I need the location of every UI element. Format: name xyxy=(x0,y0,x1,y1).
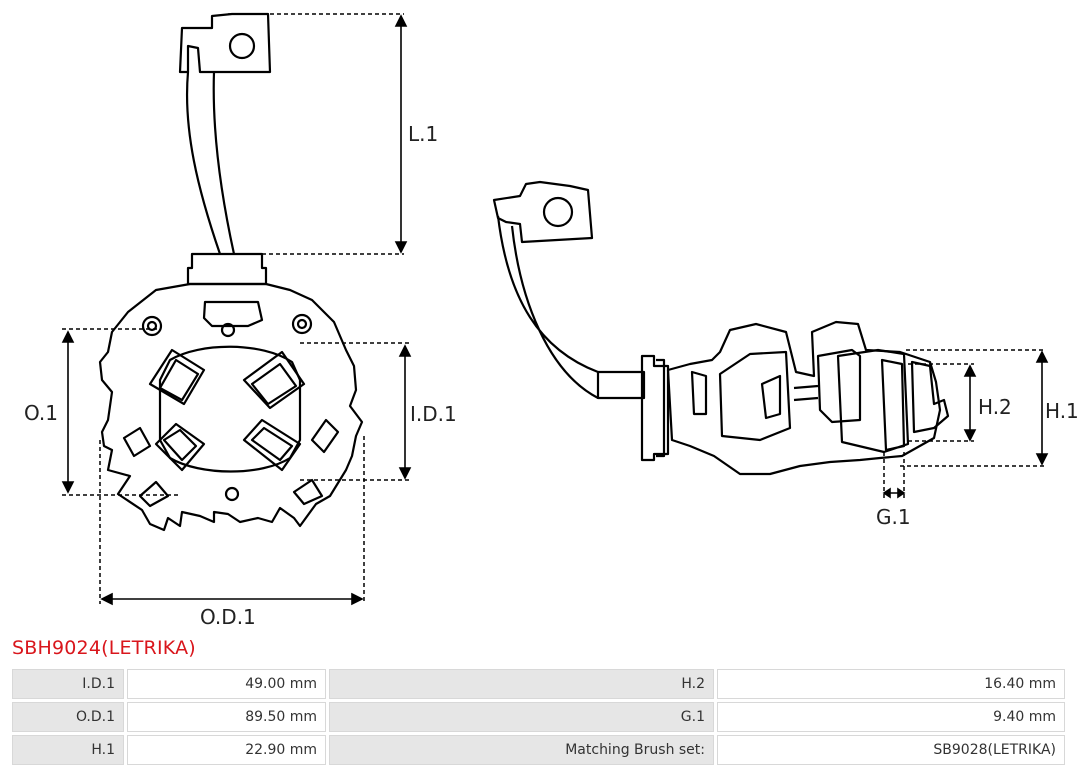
spec-value: 49.00 mm xyxy=(127,669,326,699)
front-view xyxy=(98,12,364,532)
spring-clip-bottom-right xyxy=(292,478,324,506)
spec-value: SB9028(LETRIKA) xyxy=(717,735,1065,765)
lead-wire-front xyxy=(185,71,236,255)
flange-side xyxy=(640,354,670,462)
label-h2: H.2 xyxy=(978,395,1012,419)
label-o1: O.1 xyxy=(24,401,58,425)
spec-label: H.1 xyxy=(12,735,124,765)
side-brush-box-mid xyxy=(816,348,862,424)
brush-box-upper-right xyxy=(242,350,306,410)
side-view xyxy=(492,180,950,476)
side-plate xyxy=(666,320,942,476)
spec-value: 89.50 mm xyxy=(127,702,326,732)
plate-top-slot xyxy=(202,300,264,328)
brush-box-upper-left xyxy=(148,348,206,406)
spring-clip-right xyxy=(310,418,340,454)
label-g1: G.1 xyxy=(876,505,911,529)
side-spring xyxy=(910,360,950,434)
spec-table: I.D.1 49.00 mm H.2 16.40 mm O.D.1 89.50 … xyxy=(9,666,1068,768)
spec-value: 9.40 mm xyxy=(717,702,1065,732)
rivet-right xyxy=(291,313,313,335)
technical-drawing: L.1 O.1 I.D.1 O.D.1 H.2 H.1 G.1 xyxy=(24,12,1079,629)
lead-wire-side xyxy=(496,215,599,399)
product-title: SBH9024(LETRIKA) xyxy=(12,637,196,659)
spec-label: H.2 xyxy=(329,669,714,699)
spec-value: 22.90 mm xyxy=(127,735,326,765)
label-od1: O.D.1 xyxy=(200,605,256,629)
table-row: H.1 22.90 mm Matching Brush set: SB9028(… xyxy=(12,735,1065,765)
label-h1: H.1 xyxy=(1045,399,1079,423)
terminal-lug-side xyxy=(492,180,594,244)
spec-value: 16.40 mm xyxy=(717,669,1065,699)
small-hole-bottom xyxy=(224,486,240,502)
spec-label: Matching Brush set: xyxy=(329,735,714,765)
brush-box-lower-right xyxy=(242,418,302,472)
label-id1: I.D.1 xyxy=(410,402,457,426)
wire-crimp-side xyxy=(596,370,646,400)
spec-label: I.D.1 xyxy=(12,669,124,699)
label-l1: L.1 xyxy=(408,122,438,146)
dimension-guides xyxy=(62,13,1046,604)
wire-crimp-front xyxy=(186,252,268,286)
small-hole-top xyxy=(220,322,236,338)
brush-box-lower-left xyxy=(154,422,206,472)
side-brush-box-left xyxy=(718,350,792,442)
table-row: I.D.1 49.00 mm H.2 16.40 mm xyxy=(12,669,1065,699)
table-row: O.D.1 89.50 mm G.1 9.40 mm xyxy=(12,702,1065,732)
dimension-arrows xyxy=(61,14,1049,606)
terminal-hole-side xyxy=(542,196,574,228)
side-brush-box-right xyxy=(836,348,910,454)
rivet-left xyxy=(141,315,163,337)
terminal-hole-front xyxy=(228,32,256,60)
plate-outline xyxy=(98,282,364,532)
spring-clip-left xyxy=(122,426,152,458)
spring-clip-bottom-left xyxy=(138,480,170,508)
spec-label: G.1 xyxy=(329,702,714,732)
spec-label: O.D.1 xyxy=(12,702,124,732)
terminal-lug-front xyxy=(178,12,272,74)
